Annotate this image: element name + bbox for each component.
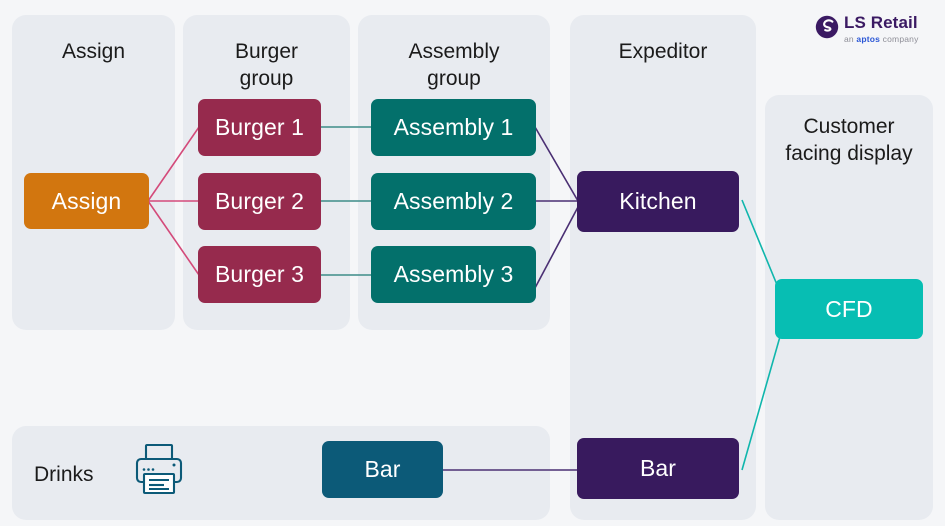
node-expeditor-bar-label: Bar (639, 455, 677, 481)
node-burger-2[interactable]: Burger 2 (198, 173, 321, 230)
node-drinks-bar[interactable]: Bar (322, 441, 443, 498)
brand-tagline-suffix: company (880, 34, 919, 44)
node-kitchen[interactable]: Kitchen (577, 171, 739, 232)
printer-icon (131, 441, 187, 497)
node-cfd-label: CFD (825, 295, 873, 322)
node-burger-3[interactable]: Burger 3 (198, 246, 321, 303)
node-assign[interactable]: Assign (24, 173, 149, 229)
node-assembly-2[interactable]: Assembly 2 (371, 173, 536, 230)
node-drinks-bar-label: Bar (364, 456, 401, 482)
panel-customer-facing-display-title: Customer facing display (785, 115, 913, 165)
brand-name: LS Retail (844, 13, 918, 32)
node-expeditor-bar[interactable]: Bar (577, 438, 739, 499)
panel-burger-group-title: Burger group (234, 40, 299, 90)
node-cfd[interactable]: CFD (775, 279, 923, 339)
brand-tagline-aptos: aptos (856, 34, 881, 44)
brand-logo: LS Retail an aptos company (814, 13, 938, 53)
node-assembly-1-label: Assembly 1 (393, 114, 514, 140)
node-kitchen-label: Kitchen (619, 188, 697, 214)
panel-assign-title: Assign (61, 40, 126, 63)
panel-expeditor: Expeditor (570, 15, 756, 520)
node-burger-1-label: Burger 1 (214, 114, 304, 140)
node-assembly-2-label: Assembly 2 (393, 188, 514, 214)
panel-drinks: Drinks (12, 426, 550, 520)
brand-tagline: an aptos company (844, 34, 919, 44)
node-assign-label: Assign (51, 187, 122, 214)
node-burger-1[interactable]: Burger 1 (198, 99, 321, 156)
ls-retail-circle-s-icon (814, 14, 840, 40)
node-assembly-1[interactable]: Assembly 1 (371, 99, 536, 156)
panel-expeditor-title: Expeditor (618, 40, 708, 63)
node-assembly-3[interactable]: Assembly 3 (371, 246, 536, 303)
panel-drinks-title: Drinks (34, 463, 94, 486)
node-assembly-3-label: Assembly 3 (393, 261, 514, 287)
panel-assembly-group-title: Assembly group (408, 40, 500, 90)
brand-tagline-prefix: an (844, 34, 857, 44)
node-burger-2-label: Burger 2 (214, 188, 304, 214)
node-burger-3-label: Burger 3 (214, 261, 304, 287)
